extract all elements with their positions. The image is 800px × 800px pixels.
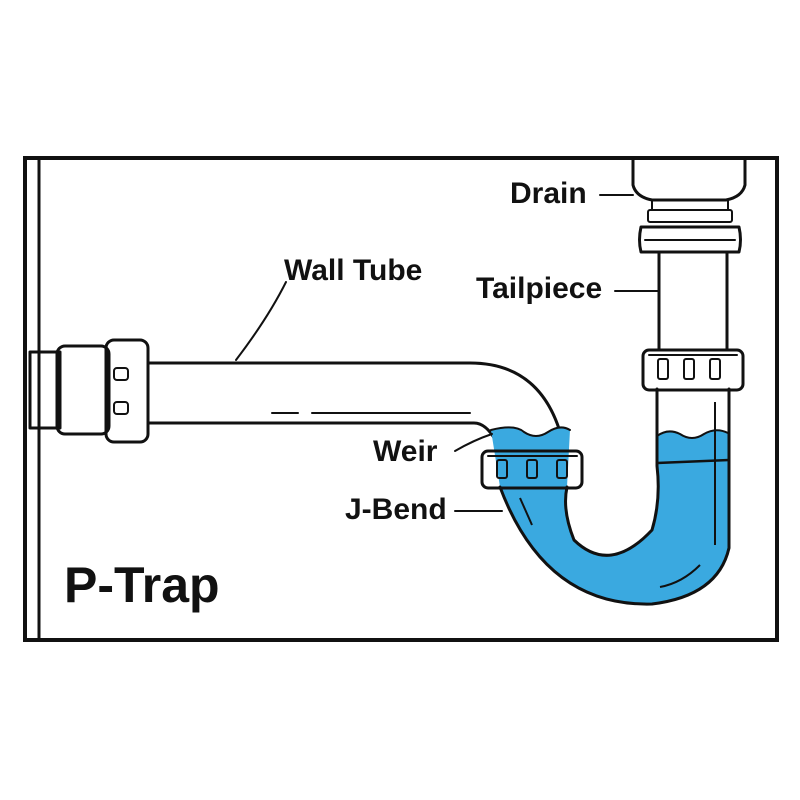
label-tailpiece: Tailpiece	[476, 272, 602, 305]
j-bend-slip-nut	[480, 449, 584, 490]
label-j-bend: J-Bend	[345, 493, 447, 526]
drain-nut	[638, 199, 742, 254]
tailpiece-slip-nut	[641, 348, 745, 392]
j-bend-outline	[498, 387, 731, 606]
leader-lines	[235, 194, 660, 512]
wall-stub	[28, 350, 62, 430]
water-surface	[490, 426, 729, 439]
label-weir: Weir	[373, 435, 438, 468]
wall-slip-nut	[55, 338, 150, 444]
diagram-title: P-Trap	[64, 557, 220, 613]
label-wall-tube: Wall Tube	[284, 254, 422, 287]
tailpiece-tube	[657, 250, 729, 352]
cabinet-frame	[23, 156, 779, 642]
label-drain: Drain	[510, 177, 587, 210]
j-bend-water	[491, 427, 729, 605]
